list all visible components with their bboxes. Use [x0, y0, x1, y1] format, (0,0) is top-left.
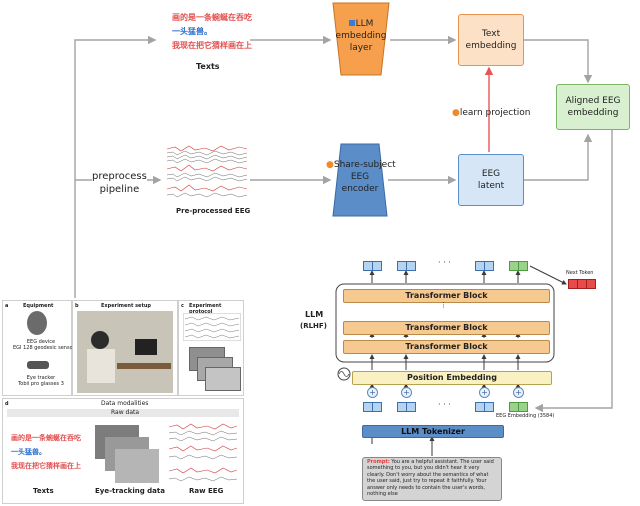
data-modalities-title: Data modalities [101, 400, 149, 407]
text-embedding-box: Text embedding [458, 14, 524, 66]
encoder-text: Share-subject EEG encoder [333, 160, 396, 194]
encoder-label: ●Share-subject EEG encoder [326, 159, 396, 195]
setup-panel: b Experiment setup [72, 300, 178, 396]
position-embedding-block: Position Embedding [352, 371, 552, 385]
panel-d-letter: d [5, 401, 9, 407]
learn-projection-label: ●learn projection [452, 108, 530, 118]
eeg-device-label: EEG device EGI 128 geodesic sensor net [13, 339, 85, 351]
preprocessed-label: Pre-processed EEG [176, 207, 251, 215]
flow-textemb-aligned [522, 39, 593, 84]
equipment-panel: a Equipment EEG device EGI 128 geodesic … [2, 300, 85, 396]
llm-label: LLM [305, 310, 324, 319]
llm-frame [335, 283, 555, 363]
llm-embedding-shape [332, 2, 390, 76]
eeg-latent-box: EEG latent [458, 154, 524, 206]
protocol-panel: c Experiment protocol [178, 300, 244, 396]
next-token-label: Next Token [566, 270, 594, 276]
equipment-title: Equipment [23, 303, 54, 309]
eeg-cap-image [27, 311, 47, 335]
prompt-label: Prompt: [367, 459, 390, 465]
flame-icon: ● [326, 160, 334, 170]
eye-screen-3 [115, 449, 159, 483]
transformer-block-top: Transformer Block [343, 289, 550, 303]
protocol-eeg-image [183, 313, 241, 341]
flow-aligned-llm [534, 128, 613, 413]
raw-eeg-label: Raw EEG [189, 487, 224, 495]
plus-icon: + [479, 387, 490, 398]
eye-tracker-image [27, 361, 49, 369]
aligned-embedding-box: Aligned EEG embedding [556, 84, 630, 130]
setup-title: Experiment setup [101, 303, 151, 309]
input-ellipsis: · · · [438, 400, 451, 409]
transformer-ellipsis: ⋮ [440, 301, 447, 309]
plus-icon: + [367, 387, 378, 398]
panel-c-letter: c [181, 303, 184, 309]
chinese-line-3: 我现在把它猜样画在上 [172, 41, 252, 50]
flow-to-texts [74, 35, 157, 298]
llm-sublabel: (RLHF) [300, 322, 327, 330]
llm-tokenizer-block: LLM Tokenizer [362, 425, 504, 438]
learn-projection-text: learn projection [459, 108, 531, 118]
modal-chinese-2: 一头猛兽。 [11, 448, 46, 456]
prompt-box: Prompt: You are a helpful assistant. The… [362, 457, 502, 501]
modal-chinese-3: 我现在把它猜样画在上 [11, 462, 81, 470]
panel-b-letter: b [75, 303, 79, 309]
llm-logo-icon [348, 20, 355, 26]
texts-label: Texts [196, 62, 220, 71]
modal-texts-label: Texts [33, 487, 54, 495]
eye-tracking-label: Eye-tracking data [95, 487, 165, 495]
raw-eeg-image [167, 421, 239, 485]
modal-chinese-1: 画的是一条蜿蜒在吞吃 [11, 434, 81, 442]
flow-latent-aligned [522, 133, 593, 181]
raw-data-bar [7, 409, 239, 417]
preprocessed-eeg-image [165, 143, 249, 205]
protocol-screen-3 [205, 367, 241, 391]
plus-icon: + [401, 387, 412, 398]
protocol-title: Experiment protocol [189, 303, 222, 315]
panel-a-letter: a [5, 303, 9, 309]
raw-data-title: Raw data [111, 409, 140, 416]
llm-embedding-label: LLM embedding layer [332, 18, 390, 54]
transformer-block-bottom: Transformer Block [343, 340, 550, 354]
prompt-text: You are a helpful assistant. The user sa… [367, 459, 494, 498]
preprocess-pipeline-label: preprocess pipeline [92, 170, 147, 196]
eye-tracker-label: Eye tracker Tobii pro glasses 3 [18, 375, 64, 387]
flame-icon: ● [452, 108, 460, 118]
eeg-embedding-note: EEG Embedding (3584) [496, 413, 555, 419]
data-modalities-panel: d Data modalities Raw data 画的是一条蜿蜒在吞吃 一头… [2, 398, 244, 504]
llm-embedding-text: LLM embedding layer [335, 19, 387, 53]
output-ellipsis: · · · [438, 258, 451, 267]
encoder-shape [332, 143, 388, 217]
plus-icon: + [513, 387, 524, 398]
chinese-line-2: 一头猛兽。 [172, 27, 212, 36]
transformer-block-middle: Transformer Block [343, 321, 550, 335]
chinese-line-1: 画的是一条蜿蜒在吞吃 [172, 13, 252, 22]
setup-photo [77, 311, 173, 393]
